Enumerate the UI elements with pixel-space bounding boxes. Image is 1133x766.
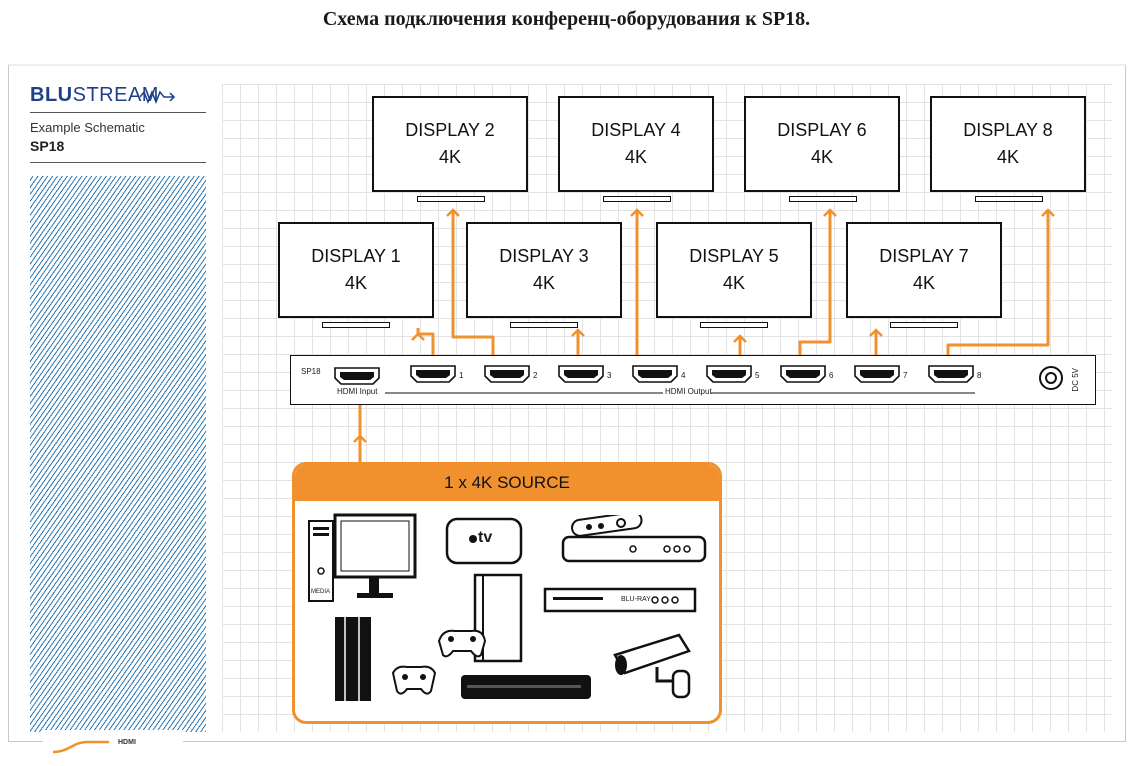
display-name: DISPLAY 8: [963, 120, 1053, 140]
display-name: DISPLAY 7: [879, 246, 969, 266]
sidebar-hatch-panel: HDMI: [30, 176, 206, 766]
cctv-camera-icon: [613, 633, 691, 699]
port-number-5: 5: [755, 371, 760, 380]
hdmi-output-port-2-slot: [490, 370, 524, 378]
display-6: DISPLAY 6 4K: [744, 96, 900, 192]
hdmi-cable-1: [416, 328, 435, 370]
display-7-stand: [890, 322, 958, 328]
apple-tv-icon: [445, 517, 523, 565]
hdmi-output-port-7-slot: [860, 370, 894, 378]
port-number-1: 1: [459, 371, 464, 380]
legend-label: HDMI: [118, 739, 136, 746]
display-5-stand: [700, 322, 768, 328]
port-number-4: 4: [681, 371, 686, 380]
output-ports: [385, 365, 975, 394]
hdmi-output-port-8-slot: [934, 370, 968, 378]
schematic-subtitle: Example Schematic: [30, 120, 145, 135]
display-2-stand: [417, 196, 485, 202]
sp18-splitter: SP18 HDMI Input HDMI Output 1 2 3 4 5 6 …: [290, 355, 1096, 405]
hdmi-input-port-icon: [334, 367, 380, 385]
input-caption: HDMI Input: [337, 387, 378, 396]
logo-light-text: STREAM: [72, 84, 159, 106]
bluray-label: BLU-RAY: [621, 596, 651, 603]
hdmi-output-port-5-slot: [712, 370, 746, 378]
display-2: DISPLAY 2 4K: [372, 96, 528, 192]
arrowhead-input: [353, 434, 367, 443]
model-divider: [30, 162, 206, 163]
display-name: DISPLAY 6: [777, 120, 867, 140]
game-console-icon: [437, 573, 523, 663]
sidebar: BLUSTREAM Example Schematic SP18 HDMI: [30, 82, 206, 766]
display-6-stand: [789, 196, 857, 202]
device-label: SP18: [301, 367, 321, 376]
dc-power-jack-icon: [1039, 366, 1063, 390]
display-name: DISPLAY 5: [689, 246, 779, 266]
power-label: DC 5V: [1071, 368, 1080, 392]
display-resolution: 4K: [912, 273, 936, 293]
schematic-model: SP18: [30, 138, 65, 154]
display-5: DISPLAY 5 4K: [656, 222, 812, 318]
port-number-6: 6: [829, 371, 834, 380]
arrowhead-1: [411, 332, 425, 341]
display-resolution: 4K: [624, 147, 648, 167]
display-name: DISPLAY 2: [405, 120, 495, 140]
display-7: DISPLAY 7 4K: [846, 222, 1002, 318]
display-3-stand: [510, 322, 578, 328]
display-4: DISPLAY 4 4K: [558, 96, 714, 192]
arrowhead-2: [446, 208, 460, 217]
port-number-2: 2: [533, 371, 538, 380]
display-resolution: 4K: [438, 147, 462, 167]
hdmi-cable-2: [451, 210, 495, 370]
port-number-8: 8: [977, 371, 982, 380]
media-box-icon: [461, 675, 591, 699]
arrowhead-4: [630, 208, 644, 217]
tv-logo-text: tv: [478, 529, 493, 546]
hdmi-output-port-4-slot: [638, 370, 672, 378]
arrowhead-3: [571, 328, 585, 337]
ps4-console-icon: [335, 617, 437, 701]
media-label: MEDIA: [311, 589, 331, 595]
display-1-stand: [322, 322, 390, 328]
logo-wave-icon: [140, 90, 176, 104]
port-number-7: 7: [903, 371, 908, 380]
arrowhead-7: [869, 328, 883, 337]
display-3: DISPLAY 3 4K: [466, 222, 622, 318]
display-name: DISPLAY 1: [311, 246, 401, 266]
arrowhead-6: [823, 208, 837, 217]
hdmi-output-port-1-slot: [416, 370, 450, 378]
set-top-box-icon: [561, 515, 707, 563]
port-number-3: 3: [607, 371, 612, 380]
arrowhead-5: [733, 334, 747, 343]
output-caption: HDMI Output: [665, 387, 712, 396]
display-resolution: 4K: [532, 273, 556, 293]
logo-divider: [30, 112, 206, 113]
display-8: DISPLAY 8 4K: [930, 96, 1086, 192]
logo-bold-text: BLU: [30, 84, 73, 106]
display-resolution: 4K: [996, 147, 1020, 167]
display-name: DISPLAY 3: [499, 246, 589, 266]
display-8-stand: [975, 196, 1043, 202]
schematic-frame: [8, 64, 1126, 742]
bluray-player-icon: [543, 587, 697, 613]
source-group: 1 x 4K SOURCE MEDIA tv: [292, 462, 722, 724]
display-resolution: 4K: [344, 273, 368, 293]
display-resolution: 4K: [810, 147, 834, 167]
blustream-logo: BLUSTREAM: [30, 84, 159, 107]
display-4-stand: [603, 196, 671, 202]
hdmi-output-port-6-slot: [786, 370, 820, 378]
display-1: DISPLAY 1 4K: [278, 222, 434, 318]
arrowhead-8: [1041, 208, 1055, 217]
source-title: 1 x 4K SOURCE: [295, 465, 719, 501]
hdmi-output-port-3-slot: [564, 370, 598, 378]
display-resolution: 4K: [722, 273, 746, 293]
pc-computer-icon: [308, 513, 417, 602]
display-name: DISPLAY 4: [591, 120, 681, 140]
page-title: Схема подключения конференц-оборудования…: [322, 8, 811, 30]
